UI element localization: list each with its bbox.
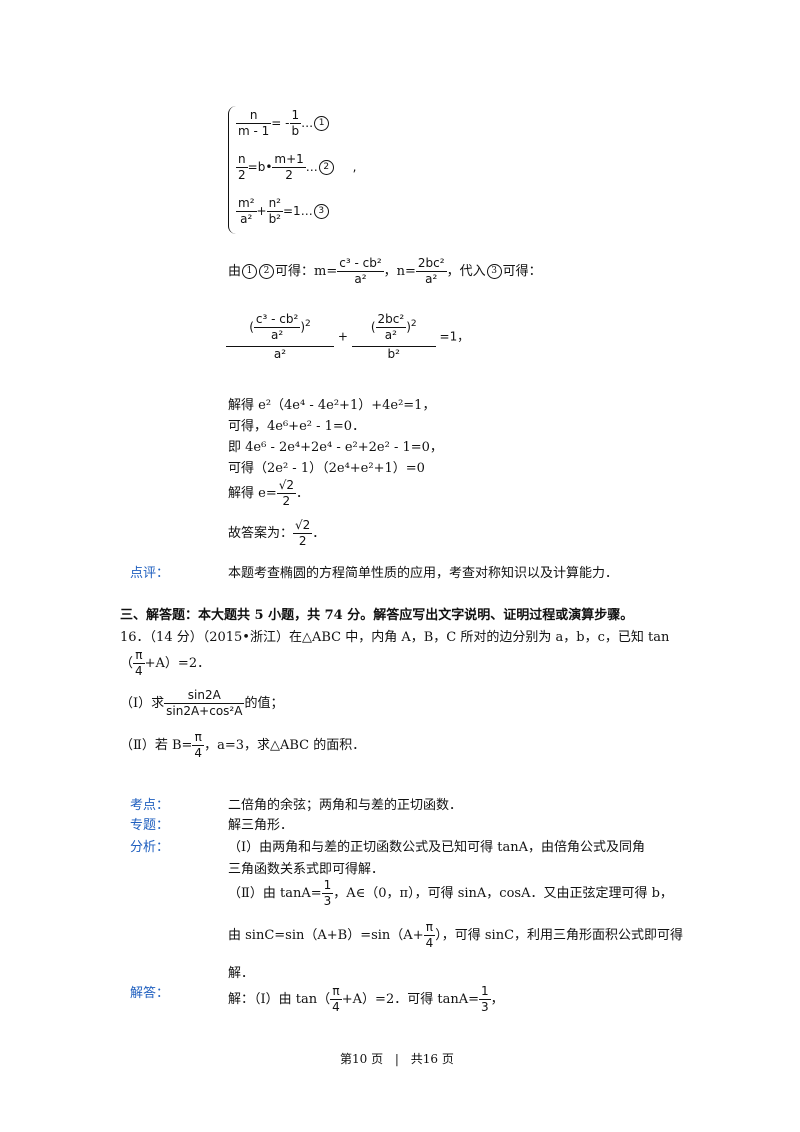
- step-2: 可得，4e⁶+e² - 1=0．: [228, 419, 366, 434]
- comment-label: 点评：: [130, 566, 170, 581]
- fenxi-line-2: 三角函数关系式即可得解．: [228, 862, 385, 877]
- page-footer: 第10 页 | 共16 页: [340, 1050, 454, 1067]
- kaodian-label: 考点：: [130, 798, 170, 813]
- footer-separator: |: [394, 1052, 399, 1066]
- step-3: 即 4e⁶ - 2e⁴+2e⁴ - e²+2e² - 1=0，: [228, 440, 443, 455]
- page-number: 第10 页: [340, 1052, 384, 1066]
- system-brace: [228, 106, 239, 234]
- step-4: 可得（2e² - 1）（2e⁴+e²+1）=0: [228, 461, 425, 476]
- section-heading: 三、解答题：本大题共 5 小题，共 74 分。解答应写出文字说明、证明过程或演算…: [120, 608, 634, 623]
- zhuanti-text: 解三角形．: [228, 818, 294, 833]
- zhuanti-label: 专题：: [130, 818, 170, 833]
- jieda-label: 解答：: [130, 986, 170, 1001]
- fenxi-line-1: （Ⅰ）由两角和与差的正切函数公式及已知可得 tanA，由倍角公式及同角: [228, 840, 646, 855]
- fenxi-label: 分析：: [130, 840, 170, 855]
- page-total: 共16 页: [410, 1052, 454, 1066]
- q16-line-1: 16．（14 分）（2015•浙江）在△ABC 中，内角 A，B，C 所对的边分…: [120, 630, 670, 645]
- step-1: 解得 e²（4e⁴ - 4e²+1）+4e²=1，: [228, 398, 436, 413]
- kaodian-text: 二倍角的余弦；两角和与差的正切函数．: [228, 798, 463, 813]
- fenxi-line-5: 解．: [228, 966, 255, 981]
- comment-text: 本题考查椭圆的方程简单性质的应用，考查对称知识以及计算能力．: [228, 566, 619, 581]
